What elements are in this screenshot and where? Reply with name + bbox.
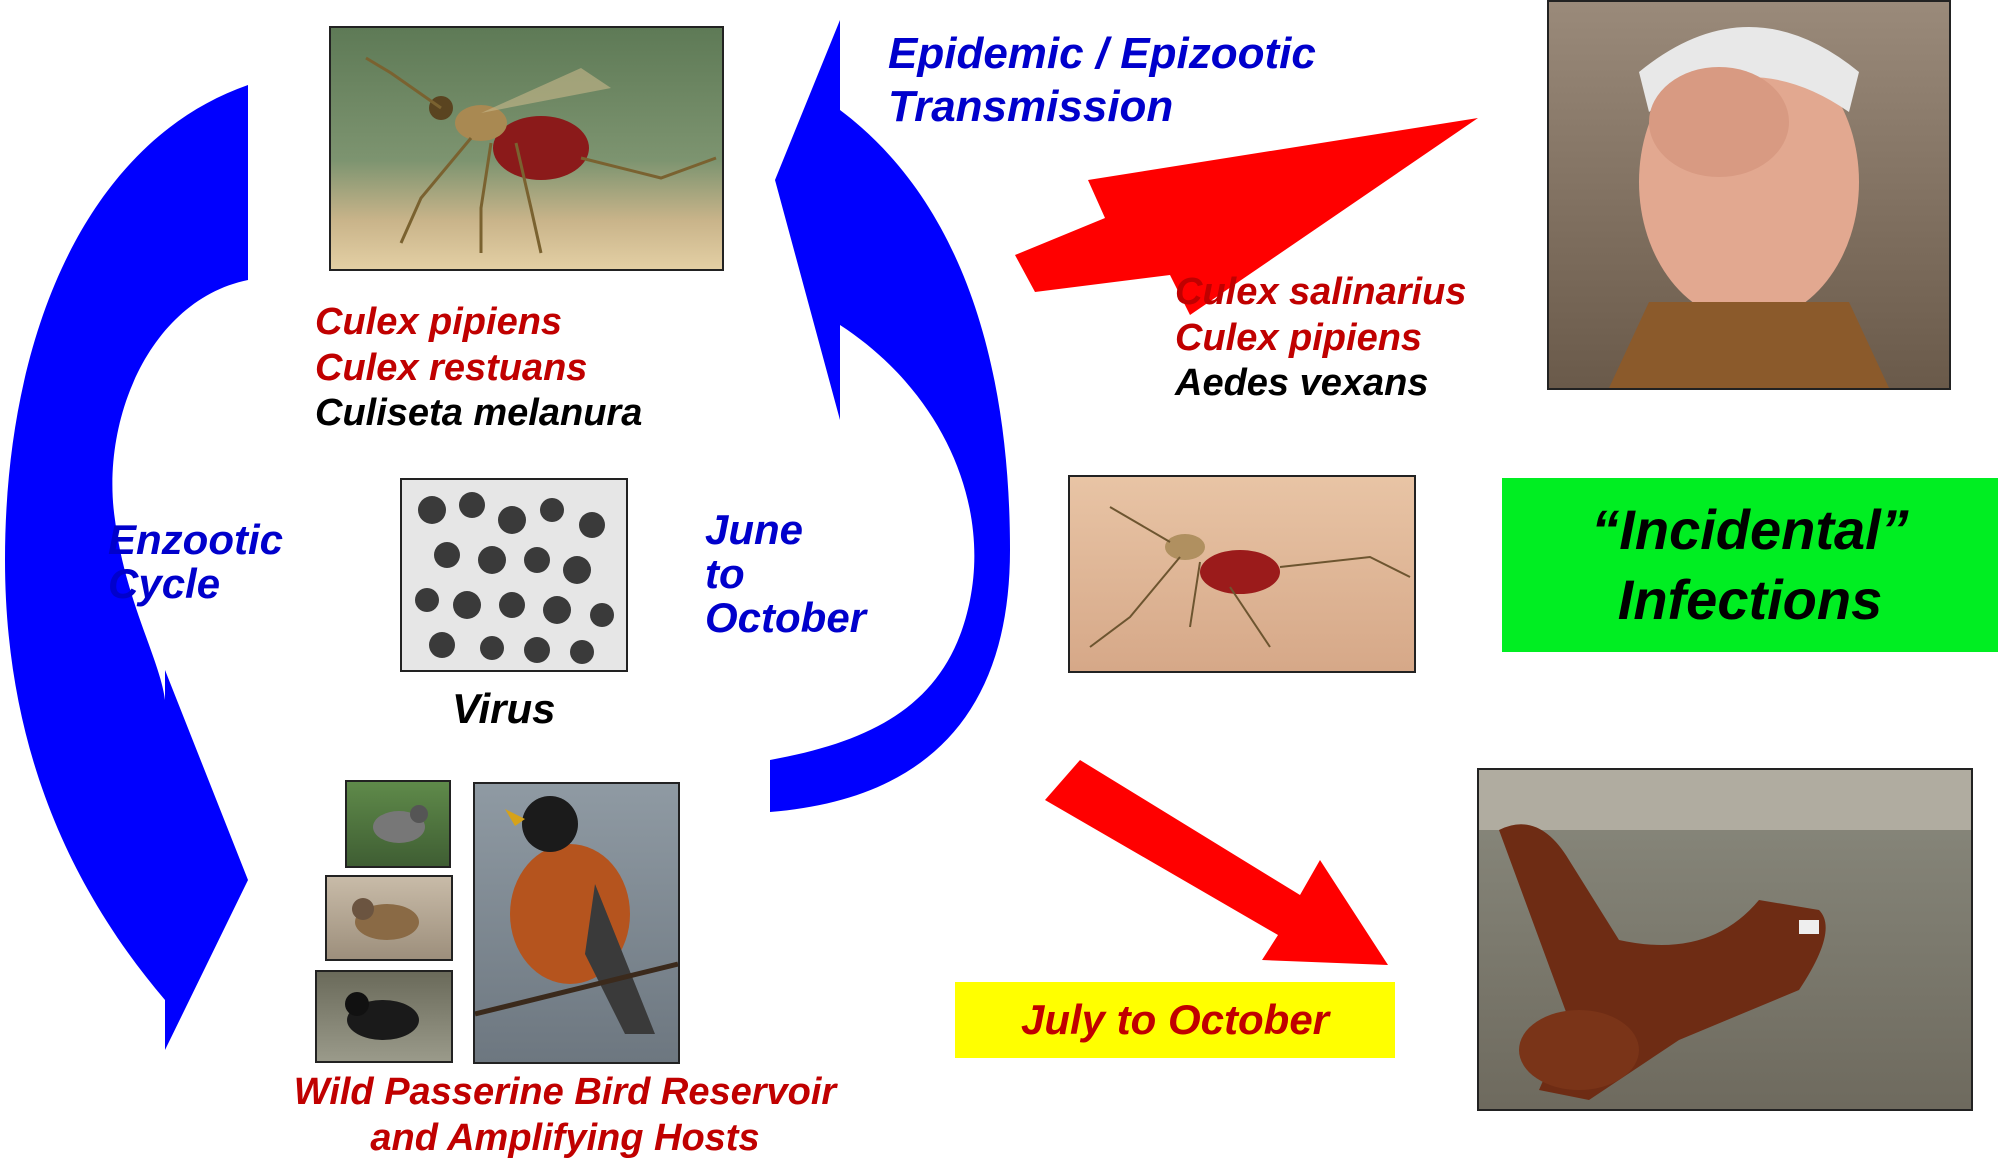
vector-culex-pipiens: Culex pipiens xyxy=(315,300,642,346)
infected-human-photo xyxy=(1547,0,1951,390)
season-box-label: July to October xyxy=(1021,996,1329,1044)
cycle-label: Cycle xyxy=(108,562,283,606)
culex-mosquito-photo xyxy=(329,26,724,271)
enzootic-up-arrow xyxy=(770,20,1010,812)
sparrow-photo xyxy=(325,875,453,961)
enzootic-label: Enzootic xyxy=(108,518,283,562)
enzootic-cycle-label: Enzootic Cycle xyxy=(108,518,283,606)
incidental-label: “Incidental” xyxy=(1591,495,1908,565)
vector-culex-restuans: Culex restuans xyxy=(315,346,642,392)
infections-label: Infections xyxy=(1618,565,1882,635)
virus-micrograph xyxy=(400,478,628,672)
vector-culex-pipiens-bridge: Culex pipiens xyxy=(1175,316,1466,362)
transmission-title: Epidemic / Epizootic Transmission xyxy=(888,28,1316,134)
incidental-infections-box: “Incidental” Infections xyxy=(1502,478,1998,652)
reservoir-line-2: and Amplifying Hosts xyxy=(250,1116,880,1162)
season-to: to xyxy=(705,552,866,596)
bridge-vector-list: Culex salinarius Culex pipiens Aedes vex… xyxy=(1175,270,1466,407)
aedes-mosquito-photo xyxy=(1068,475,1416,673)
title-line-2: Transmission xyxy=(888,81,1316,134)
vector-culiseta-melanura: Culiseta melanura xyxy=(315,391,642,437)
season-june: June xyxy=(705,508,866,552)
season-box: July to October xyxy=(955,982,1395,1058)
title-line-1: Epidemic / Epizootic xyxy=(888,28,1316,81)
enzootic-season-label: June to October xyxy=(705,508,866,640)
crow-photo xyxy=(315,970,453,1063)
catbird-photo xyxy=(345,780,451,868)
horse-transmission-arrow xyxy=(1045,760,1388,965)
reservoir-line-1: Wild Passerine Bird Reservoir xyxy=(250,1070,880,1116)
reservoir-label: Wild Passerine Bird Reservoir and Amplif… xyxy=(250,1070,880,1161)
infected-horse-photo xyxy=(1477,768,1973,1111)
virus-label: Virus xyxy=(452,684,555,734)
robin-photo xyxy=(473,782,680,1064)
season-october: October xyxy=(705,596,866,640)
enzootic-vector-list: Culex pipiens Culex restuans Culiseta me… xyxy=(315,300,642,437)
vector-aedes-vexans: Aedes vexans xyxy=(1175,361,1466,407)
vector-culex-salinarius: Culex salinarius xyxy=(1175,270,1466,316)
